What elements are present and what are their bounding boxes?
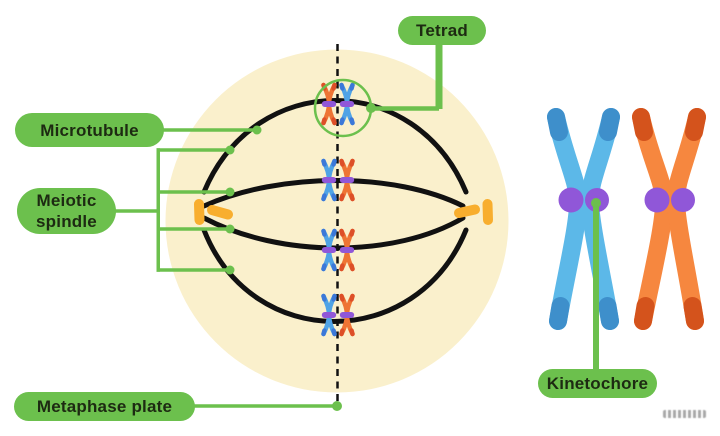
centriole-bar — [454, 204, 480, 218]
label-meiotic-spindle: Meiotic spindle — [17, 188, 116, 234]
tetrad-connector-stub — [435, 43, 443, 109]
connector-dot — [591, 198, 601, 208]
connector-dot — [225, 224, 235, 234]
tetrad-connector — [366, 43, 443, 113]
label-metaphase-plate-text: Metaphase plate — [36, 397, 173, 416]
kinetochore-left — [558, 187, 584, 213]
connector-dot — [225, 187, 235, 197]
label-meiotic-spindle-text: Meiotic spindle — [36, 191, 97, 231]
kinetochore-connector — [591, 198, 601, 370]
watermark — [663, 410, 706, 418]
centriole-bar — [207, 205, 233, 220]
label-microtubule-text: Microtubule — [40, 120, 139, 140]
centrosome-right — [454, 199, 493, 225]
chromosome-orange-large — [632, 108, 706, 330]
chromosome-blue-large — [547, 108, 620, 330]
connector-dot — [366, 103, 376, 113]
spindle-fiber-inner-top — [201, 178, 466, 209]
connector-dot — [252, 125, 262, 135]
connector-dot — [225, 265, 235, 275]
label-metaphase-plate: Metaphase plate — [14, 392, 195, 421]
kinetochore-left — [644, 187, 670, 213]
label-kinetochore: Kinetochore — [538, 369, 657, 398]
kinetochore-right — [671, 188, 695, 212]
meiotic-spindle-bracket — [114, 145, 235, 275]
metaphase-plate-connector — [194, 401, 342, 411]
microtubule-connector — [163, 125, 262, 135]
centrosome-left — [194, 199, 233, 225]
connector-dot — [332, 401, 342, 411]
label-tetrad-text: Tetrad — [416, 21, 468, 40]
label-kinetochore-text: Kinetochore — [546, 374, 649, 393]
centriole-bar — [482, 199, 493, 225]
connector-dot — [225, 145, 235, 155]
label-microtubule: Microtubule — [15, 113, 164, 147]
centriole-bar — [194, 199, 205, 225]
label-tetrad: Tetrad — [398, 16, 486, 45]
